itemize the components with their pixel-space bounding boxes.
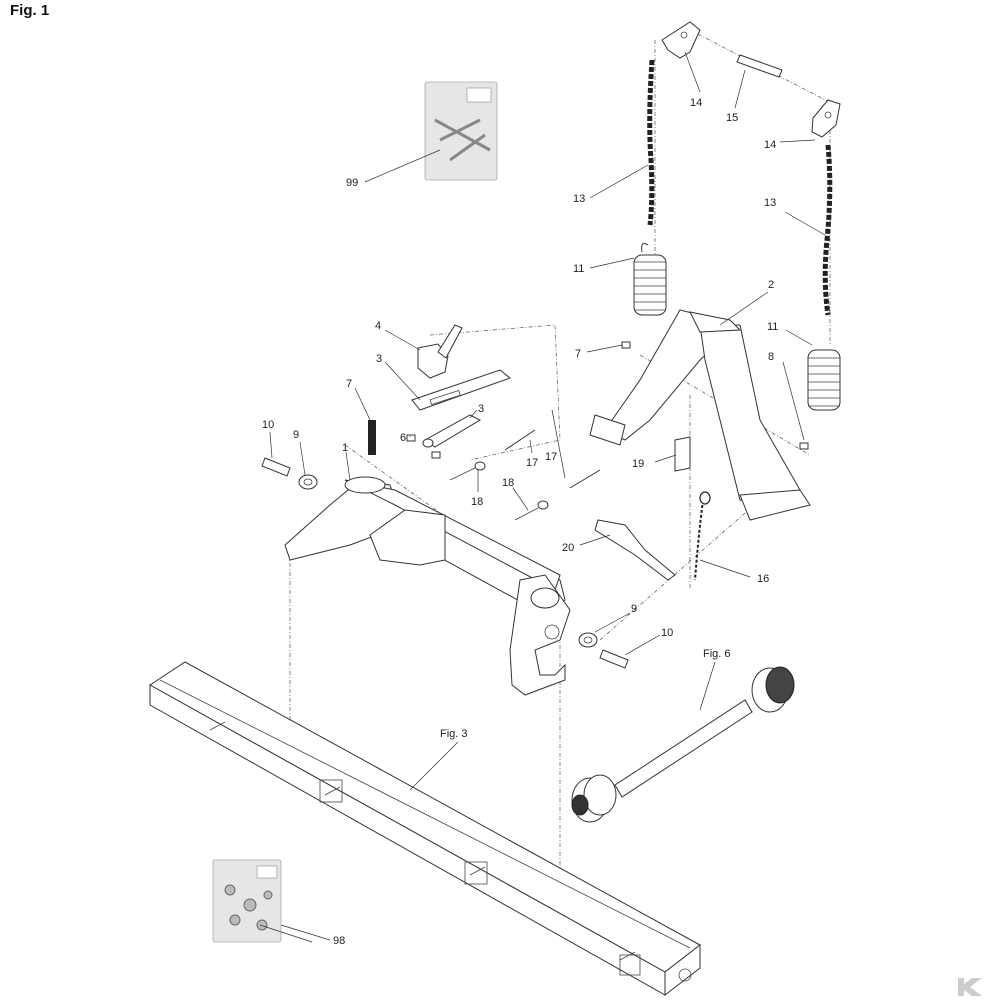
plate-19 (674, 436, 691, 472)
callout-6: 6 (400, 432, 406, 444)
chain-13-right (822, 144, 833, 316)
callout-17a: 17 (526, 457, 538, 469)
callout-98: 98 (333, 935, 345, 947)
pin-6 (406, 434, 441, 459)
brand-k-logo-icon (958, 978, 982, 996)
callout-11b: 11 (767, 321, 778, 333)
lever-bracket-5 (417, 324, 463, 379)
pto-shaft-fig6 (571, 666, 795, 823)
callout-16: 16 (757, 573, 769, 585)
callout-17b: 17 (545, 451, 557, 463)
spring-11-right (807, 349, 841, 411)
pin-8-right (799, 442, 809, 450)
bushing-9-right (578, 632, 598, 648)
callout-14a: 14 (690, 97, 702, 109)
top-bracket-14a (661, 21, 701, 59)
callout-11a: 11 (573, 263, 584, 275)
callout-9b: 9 (631, 603, 637, 615)
callout-8b: 8 (768, 351, 774, 363)
callout-5: 4 (375, 320, 381, 332)
callout-18b: 18 (502, 477, 514, 489)
callout-labels: 99 98 14 15 14 13 13 11 11 2 7 8 4 3 1 3… (262, 97, 778, 947)
spring-7 (368, 420, 376, 455)
spring-17-b (569, 469, 601, 489)
callout-99: 99 (346, 177, 358, 189)
eyebolt-18-b (514, 500, 549, 521)
fig6-reference: Fig. 6 (703, 648, 731, 660)
slotted-bar-4 (411, 369, 512, 411)
bushing-9-left (298, 474, 318, 490)
pin-8-left (621, 341, 631, 349)
callout-1: 1 (342, 442, 348, 454)
leader-lines (259, 51, 826, 943)
callout-13a: 13 (573, 193, 585, 205)
callout-8a: 7 (575, 348, 581, 360)
callout-2: 2 (768, 279, 774, 291)
callout-14b: 14 (764, 139, 776, 151)
cylinder-3 (422, 414, 482, 448)
callout-10a: 10 (262, 419, 274, 431)
fig3-reference: Fig. 3 (440, 728, 468, 740)
callout-3-label: 3 (478, 403, 484, 415)
eyebolt-18-a (449, 461, 486, 481)
callout-13b: 13 (764, 197, 776, 209)
figure-title: Fig. 1 (10, 2, 50, 19)
top-bracket-14b (811, 99, 841, 138)
pin-10-right (599, 649, 629, 669)
callout-19: 19 (632, 458, 644, 470)
strap-20 (594, 519, 676, 581)
spring-11-left (633, 243, 667, 316)
parts-bag-99 (424, 81, 498, 181)
main-frame-1 (284, 476, 571, 696)
callout-4: 3 (376, 353, 382, 365)
spring-17-a (504, 429, 536, 451)
pin-10-left (261, 457, 291, 477)
parts-bag-98 (212, 859, 282, 943)
callout-20: 20 (562, 542, 574, 554)
callout-7-label: 7 (346, 378, 352, 390)
callout-15: 15 (726, 112, 738, 124)
pin-15 (736, 54, 783, 78)
callout-9a: 9 (293, 429, 299, 441)
safety-chain-16 (694, 491, 711, 581)
callout-18a: 18 (471, 496, 483, 508)
main-beam-fig3 (149, 661, 701, 997)
a-frame-2 (589, 309, 811, 521)
callout-10b: 10 (661, 627, 673, 639)
chain-13-left (647, 59, 655, 226)
